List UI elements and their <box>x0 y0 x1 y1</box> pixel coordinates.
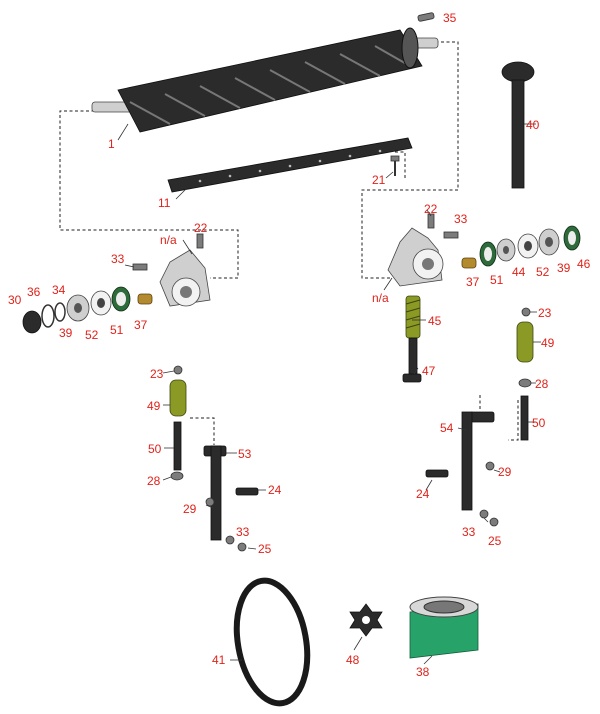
seal-46-part <box>563 225 581 251</box>
callout-40: 40 <box>526 118 540 132</box>
belt-38-part <box>409 596 479 659</box>
bolt-21-part <box>390 155 400 176</box>
leader-lines <box>117 123 541 665</box>
callout-47: 47 <box>422 364 436 378</box>
screw-50-left-part <box>173 421 182 471</box>
washer-33-bottom-right-part <box>479 509 489 519</box>
washer-33-bottom-left-part <box>225 535 235 545</box>
tool-40-part <box>501 61 535 189</box>
knob-49-left-part <box>169 379 187 417</box>
washer-28-right-part <box>518 378 532 388</box>
callout-46: 46 <box>577 257 591 271</box>
rod-47-part <box>402 337 422 383</box>
left-housing-group <box>159 249 211 307</box>
screw-24-right-part <box>425 469 449 478</box>
callout-48: 48 <box>346 653 360 667</box>
callout-11: 11 <box>158 196 171 210</box>
callout-36: 36 <box>27 285 41 299</box>
nut-25-left-part <box>237 542 247 552</box>
seal-51-right-part <box>479 241 497 267</box>
bracket-53-part <box>203 445 227 541</box>
oring-36-part <box>41 304 55 328</box>
bolt-22-left-part <box>196 233 204 249</box>
belt-41-part <box>233 577 311 707</box>
spring-45-part <box>405 295 421 339</box>
callout-labels: 1 35 11 21 40 n/a 22 33 30 36 34 39 52 5… <box>8 11 591 679</box>
callout-21-bolt: 21 <box>372 173 386 187</box>
callout-52-right: 52 <box>536 265 550 279</box>
bedknife-part <box>167 137 413 193</box>
washer-33-top-left-part <box>132 263 148 271</box>
callout-37-right: 37 <box>466 275 480 289</box>
callout-23-left: 23 <box>150 367 164 381</box>
callout-na-left: n/a <box>160 233 177 247</box>
fitting-23-right-part <box>521 307 531 317</box>
bolt-22-right-part <box>427 213 435 229</box>
callout-38: 38 <box>416 665 430 679</box>
callout-53: 53 <box>238 447 252 461</box>
bracket-54-part <box>461 411 495 511</box>
washer-28-left-part <box>170 471 184 481</box>
bushing-37-left-part <box>137 293 153 305</box>
callout-33-bottom-right: 33 <box>462 525 476 539</box>
callout-25-right: 25 <box>488 534 502 548</box>
assembly-guide-lines <box>59 41 519 445</box>
callout-39-right: 39 <box>557 261 571 275</box>
bearing-39-right-part <box>538 228 560 256</box>
callout-29-right: 29 <box>498 465 512 479</box>
callout-28-right: 28 <box>535 377 549 391</box>
callout-37-left: 37 <box>134 318 148 332</box>
reel-part <box>91 27 439 133</box>
callout-54: 54 <box>440 421 454 435</box>
bushing-37-right-part <box>461 257 477 269</box>
callout-39-left: 39 <box>59 326 73 340</box>
callout-34: 34 <box>52 283 66 297</box>
callout-28-left: 28 <box>147 474 161 488</box>
callout-45: 45 <box>428 314 442 328</box>
spacer-52-right-part <box>517 233 539 259</box>
callout-51-left: 51 <box>110 323 124 337</box>
screw-24-left-part <box>235 487 259 496</box>
callout-22-left: 22 <box>194 221 208 235</box>
callout-1: 1 <box>108 137 115 151</box>
seal-51-left-part <box>111 286 131 312</box>
callout-33-top-left: 33 <box>111 252 125 266</box>
pin-35-part <box>417 12 435 22</box>
spacer-52-left-part <box>90 290 112 316</box>
callout-35: 35 <box>443 11 457 25</box>
callout-29-left: 29 <box>183 502 197 516</box>
callout-51-right: 51 <box>490 273 504 287</box>
coupler-48-part <box>349 603 383 637</box>
fitting-23-left-part <box>173 365 183 375</box>
callout-41: 41 <box>212 653 226 667</box>
screw-50-right-part <box>520 395 529 441</box>
callout-52-left: 52 <box>85 328 99 342</box>
callout-44: 44 <box>512 265 526 279</box>
callout-24-right: 24 <box>416 487 430 501</box>
spring-44-part <box>496 238 516 262</box>
nut-29-left-part <box>205 497 215 507</box>
callout-49-left: 49 <box>147 399 161 413</box>
callout-33-top-right: 33 <box>454 212 468 226</box>
callout-24-left: 24 <box>268 483 282 497</box>
bearing-39-left-part <box>66 294 90 322</box>
callout-49-right: 49 <box>541 336 555 350</box>
washer-33-top-right-part <box>443 231 459 239</box>
callout-30: 30 <box>8 293 22 307</box>
right-housing-group <box>387 227 444 287</box>
callout-na-right: n/a <box>372 291 389 305</box>
callout-50-right: 50 <box>532 416 546 430</box>
knob-49-right-part <box>516 321 534 363</box>
nut-30-part <box>22 310 42 334</box>
washer-34-part <box>54 302 66 322</box>
callout-25-left: 25 <box>258 542 272 556</box>
callout-22-right: 22 <box>424 202 438 216</box>
callout-23-right: 23 <box>538 306 552 320</box>
nut-29-right-part <box>485 461 495 471</box>
callout-50-left: 50 <box>148 442 162 456</box>
nut-25-right-part <box>489 517 499 527</box>
callout-33-bottom-left: 33 <box>236 525 250 539</box>
